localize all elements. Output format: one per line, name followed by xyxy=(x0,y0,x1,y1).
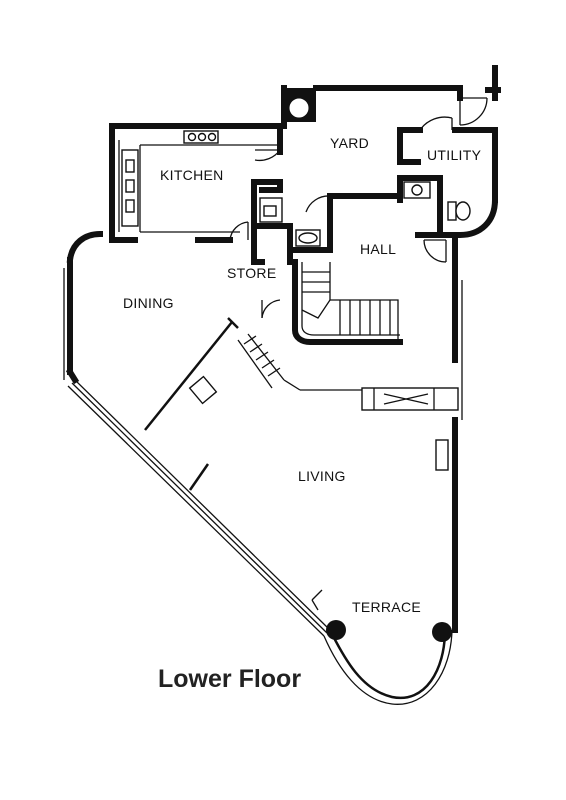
floor-title: Lower Floor xyxy=(158,665,301,693)
room-label-yard: YARD xyxy=(330,135,369,151)
room-label-dining: DINING xyxy=(123,295,174,311)
dining-living-walls xyxy=(63,230,463,705)
room-label-living: LIVING xyxy=(298,468,346,484)
room-label-utility: UTILITY xyxy=(427,147,482,163)
bar-counter xyxy=(361,387,459,411)
yard-walls xyxy=(259,65,501,215)
kitchen-walls xyxy=(109,123,283,243)
staircase xyxy=(292,259,403,345)
room-label-kitchen: KITCHEN xyxy=(160,167,224,183)
utility-toilets xyxy=(403,175,499,239)
room-label-store: STORE xyxy=(227,265,276,281)
room-label-hall: HALL xyxy=(360,241,396,257)
stove-icon xyxy=(183,130,219,144)
store-walls xyxy=(229,179,333,319)
living-partitions xyxy=(144,317,362,611)
room-label-terrace: TERRACE xyxy=(352,599,421,615)
kitchen-counter xyxy=(121,149,139,227)
yard-doors xyxy=(254,97,488,213)
hall-walls xyxy=(415,232,458,275)
